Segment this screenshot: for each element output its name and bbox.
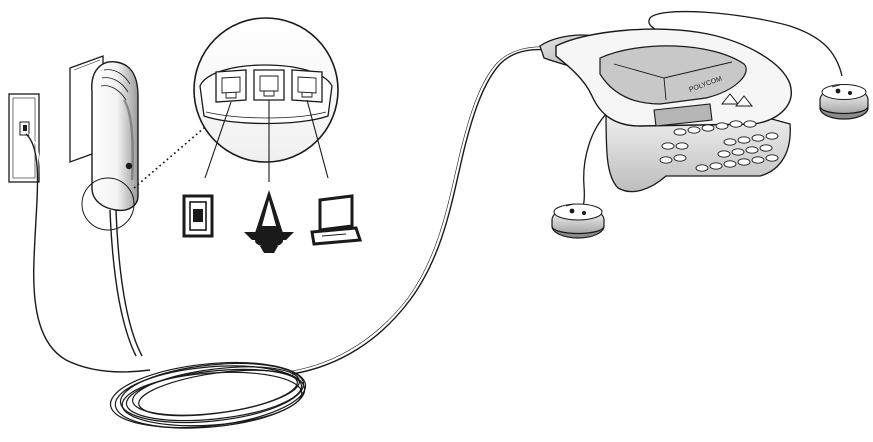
coiled-cable: [109, 361, 307, 429]
port-magnifier: [193, 17, 339, 163]
jack-line-port: [215, 69, 247, 103]
extension-microphone-right: [819, 84, 869, 120]
telephone-line-jack-icon: [182, 194, 214, 238]
wall-jack-plate: [8, 93, 40, 183]
phone-main-cable-inner: [291, 46, 549, 372]
left-mic-cable: [579, 111, 609, 215]
conference-phone: POLYCOM: [539, 28, 792, 193]
laptop-icon: [310, 194, 363, 246]
jack-leader-lines: [204, 99, 329, 182]
jack-phone-port: [253, 69, 285, 101]
phone-keypad: [659, 120, 779, 172]
jack-computer-port: [291, 69, 323, 103]
power-module: [69, 55, 143, 357]
wall-line-cord: [25, 133, 151, 373]
phone-main-cable: [291, 48, 549, 375]
wall-line-cord-inner: [28, 133, 151, 370]
extension-microphone-left: [551, 203, 605, 239]
port-highlight-ring: [81, 177, 135, 231]
conference-phone-icon: [244, 190, 294, 253]
